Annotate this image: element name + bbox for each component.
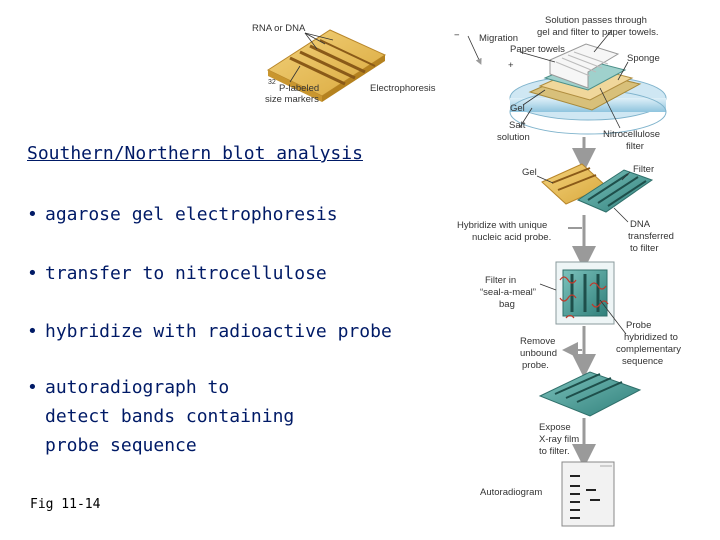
label-expose-3: to filter.	[539, 446, 570, 457]
transfer-pointer-lines	[519, 29, 629, 129]
figure-reference: Fig 11-14	[30, 497, 101, 512]
label-marker-2: size markers	[265, 94, 319, 105]
label-remove-2: unbound	[520, 348, 557, 359]
label-dna-1: DNA	[630, 219, 651, 230]
bullet-marker: •	[27, 321, 38, 342]
filter-pointer	[621, 171, 631, 181]
gel-band	[309, 44, 366, 74]
label-dna-3: to filter	[630, 243, 659, 254]
label-hybridize-2: nucleic acid probe.	[472, 232, 551, 243]
label-marker-1: P-labeled	[279, 83, 319, 94]
bullet-marker: •	[27, 377, 38, 398]
slide-title: Southern/Northern blot analysis	[27, 143, 363, 164]
label-plus: +	[508, 60, 514, 71]
label-seal-1: Filter in	[485, 275, 516, 286]
label-probe-1: Probe	[626, 320, 651, 331]
label-nitro-1: Nitrocellulose	[603, 129, 660, 140]
label-salt-2: solution	[497, 132, 530, 143]
gel-band	[319, 39, 376, 67]
label-minus: −	[454, 30, 460, 41]
label-gel-mid: Gel	[522, 167, 537, 178]
label-dna-2: transferred	[628, 231, 674, 242]
label-probe-3: complementary	[616, 344, 681, 355]
gel-band	[289, 56, 346, 86]
label-salt-1: Salt	[509, 120, 526, 131]
label-sponge: Sponge	[627, 53, 660, 64]
label-solution-2: gel and filter to paper towels.	[537, 27, 658, 38]
bullet-item: • autoradiograph to detect bands containi…	[27, 373, 294, 460]
bullet-item: • transfer to nitrocellulose	[27, 259, 327, 288]
label-solution-1: Solution passes through	[545, 15, 647, 26]
label-filter: Filter	[633, 164, 654, 175]
probe-squiggles	[559, 276, 609, 319]
label-expose-1: Expose	[539, 422, 571, 433]
bullet-item: • agarose gel electrophoresis	[27, 200, 338, 229]
seal-pointer	[539, 283, 557, 291]
bullet-text-line: autoradiograph to	[45, 377, 230, 398]
bullet-item: • hybridize with radioactive probe	[27, 317, 392, 346]
label-probe-4: sequence	[622, 356, 663, 367]
label-seal-2: “seal-a-meal”	[480, 287, 536, 298]
label-remove-3: probe.	[522, 360, 549, 371]
label-autoradiogram: Autoradiogram	[480, 487, 542, 498]
bullet-text-line: probe sequence	[45, 435, 197, 456]
label-remove-1: Remove	[520, 336, 555, 347]
bullet-marker: •	[27, 204, 38, 225]
label-marker-sup: 32	[268, 79, 276, 86]
bullet-text: hybridize with radioactive probe	[45, 321, 392, 342]
gel-band	[299, 50, 356, 80]
gel-and-filter	[541, 163, 654, 213]
transfer-apparatus	[509, 43, 667, 135]
label-hybridize-1: Hybridize with unique	[457, 220, 547, 231]
washed-filter	[538, 371, 642, 417]
label-expose-2: X-ray film	[539, 434, 579, 445]
label-nitro-2: filter	[626, 141, 644, 152]
bullet-text: agarose gel electrophoresis	[45, 204, 338, 225]
bullet-text: transfer to nitrocellulose	[45, 263, 327, 284]
autoradiogram-film	[561, 461, 615, 527]
seal-a-meal-bag	[555, 261, 615, 325]
bullet-text-line: detect bands containing	[45, 406, 295, 427]
dna-pointer	[613, 207, 629, 223]
migration-arrow	[467, 35, 482, 65]
electrophoresis-gel	[266, 29, 387, 102]
label-paper-towels: Paper towels	[510, 44, 565, 55]
label-seal-3: bag	[499, 299, 515, 310]
rna-dna-pointer-lines	[289, 32, 334, 83]
label-rna-dna: RNA or DNA	[252, 23, 306, 34]
probe-pointer	[599, 299, 627, 335]
label-migration: Migration	[479, 33, 518, 44]
gel-pointer	[536, 175, 554, 184]
paper-towel-stack	[549, 43, 620, 89]
label-electrophoresis: Electrophoresis	[370, 83, 436, 94]
label-probe-2: hybridized to	[624, 332, 678, 343]
bullet-marker: •	[27, 263, 38, 284]
label-gel-top: Gel	[510, 103, 525, 114]
